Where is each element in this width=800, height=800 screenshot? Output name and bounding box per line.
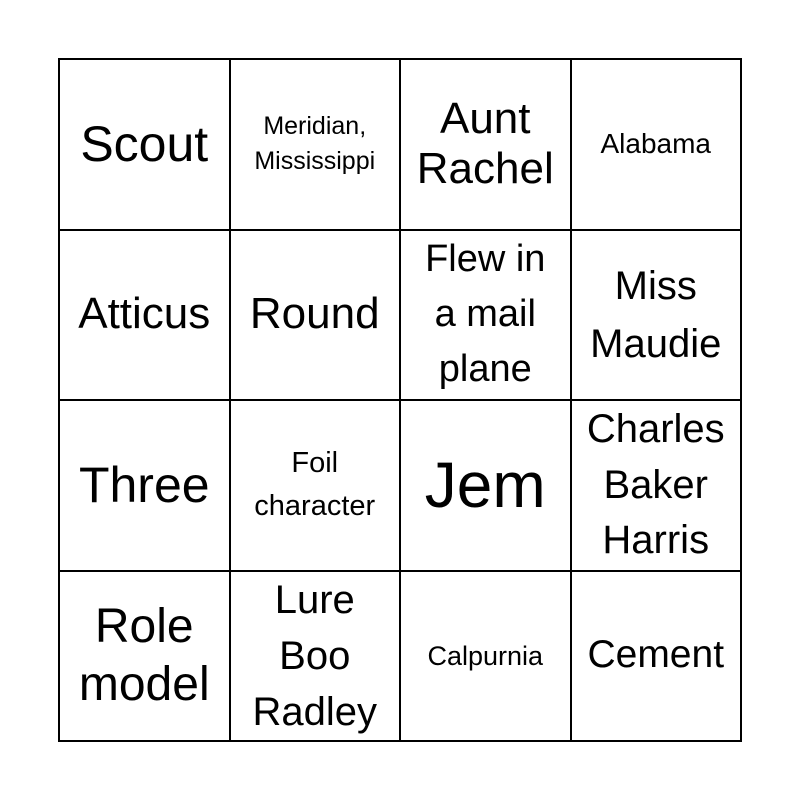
bingo-cell-r4c1[interactable]: Role model xyxy=(60,571,231,742)
bingo-cell-r1c1[interactable]: Scout xyxy=(60,60,231,231)
bingo-cell-r4c3[interactable]: Calpurnia xyxy=(401,571,572,742)
bingo-cell-r3c4[interactable]: Charles Baker Harris xyxy=(571,401,742,572)
cell-text: Scout xyxy=(80,115,209,172)
bingo-cell-r2c3[interactable]: Flew in a mail plane xyxy=(401,230,572,401)
cell-text: Role model xyxy=(78,600,210,711)
cell-text: Jem xyxy=(424,449,546,522)
bingo-cell-r3c2[interactable]: Foil character xyxy=(230,401,401,572)
cell-text: Meridian, Mississippi xyxy=(254,112,376,176)
cell-text: Flew in a mail plane xyxy=(425,238,546,391)
bingo-cell-r2c2[interactable]: Round xyxy=(230,230,401,401)
cell-text: Atticus xyxy=(78,289,211,339)
cell-text: Charles Baker Harris xyxy=(586,407,725,562)
cell-text: Round xyxy=(249,289,380,339)
bingo-cell-r3c3[interactable]: Jem xyxy=(401,401,572,572)
cell-text: Foil character xyxy=(254,446,376,523)
cell-text: Miss Maudie xyxy=(590,263,722,366)
bingo-cell-r4c2[interactable]: Lure Boo Radley xyxy=(230,571,401,742)
cell-text: Cement xyxy=(587,633,725,677)
cell-text: Aunt Rachel xyxy=(416,93,554,194)
bingo-cell-r1c4[interactable]: Alabama xyxy=(571,60,742,231)
bingo-cell-r2c1[interactable]: Atticus xyxy=(60,230,231,401)
bingo-cell-r2c4[interactable]: Miss Maudie xyxy=(571,230,742,401)
bingo-cell-r3c1[interactable]: Three xyxy=(60,401,231,572)
bingo-cell-r1c3[interactable]: Aunt Rachel xyxy=(401,60,572,231)
bingo-cell-r1c2[interactable]: Meridian, Mississippi xyxy=(230,60,401,231)
cell-text: Three xyxy=(78,456,210,513)
bingo-cell-r4c4[interactable]: Cement xyxy=(571,571,742,742)
bingo-card-grid: Scout Meridian, Mississippi Aunt Rachel … xyxy=(58,58,742,742)
cell-text: Lure Boo Radley xyxy=(252,577,377,734)
cell-text: Alabama xyxy=(600,128,711,160)
cell-text: Calpurnia xyxy=(427,640,544,671)
